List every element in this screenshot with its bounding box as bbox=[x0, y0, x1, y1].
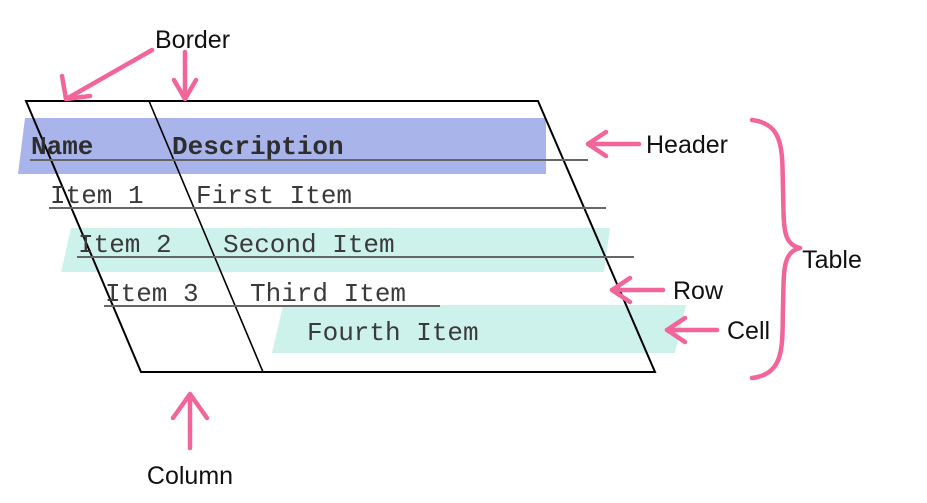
cell-arrow-icon bbox=[664, 315, 720, 345]
table-text: Name Description Item 1 First Item Item … bbox=[31, 132, 479, 348]
label-border: Border bbox=[155, 26, 230, 54]
column-divider-line bbox=[148, 100, 264, 373]
annotation-marks bbox=[59, 47, 803, 451]
cell-name-row3: Item 3 bbox=[105, 279, 199, 309]
label-row: Row bbox=[673, 277, 724, 305]
border-arrow-diagonal-icon bbox=[59, 47, 155, 102]
table-brace-icon bbox=[749, 117, 803, 381]
header-arrow-icon bbox=[585, 129, 642, 159]
cell-description-row1: First Item bbox=[196, 181, 352, 211]
annotation-labels: Border Header Table Row Cell Column bbox=[147, 26, 862, 490]
row-arrow-icon bbox=[609, 275, 666, 305]
header-cell-name: Name bbox=[31, 132, 93, 162]
table-border-path bbox=[24, 100, 657, 373]
cell-name-row2: Item 2 bbox=[78, 230, 172, 260]
column-arrow-icon bbox=[170, 391, 210, 451]
label-table: Table bbox=[802, 246, 862, 274]
cell-description-row3: Third Item bbox=[250, 279, 406, 309]
label-cell: Cell bbox=[727, 317, 770, 345]
cell-name-row1: Item 1 bbox=[50, 181, 144, 211]
border-arrow-vertical-icon bbox=[171, 49, 199, 102]
table-outline bbox=[24, 100, 657, 373]
cell-description-row2: Second Item bbox=[223, 230, 395, 260]
row-rules bbox=[30, 159, 634, 307]
cell-floating-fourth-item: Fourth Item bbox=[307, 318, 479, 348]
header-cell-description: Description bbox=[172, 132, 344, 162]
cell-highlight-band bbox=[272, 305, 686, 353]
label-column: Column bbox=[147, 462, 233, 490]
row-highlight-band bbox=[61, 228, 610, 272]
label-header: Header bbox=[646, 131, 728, 159]
